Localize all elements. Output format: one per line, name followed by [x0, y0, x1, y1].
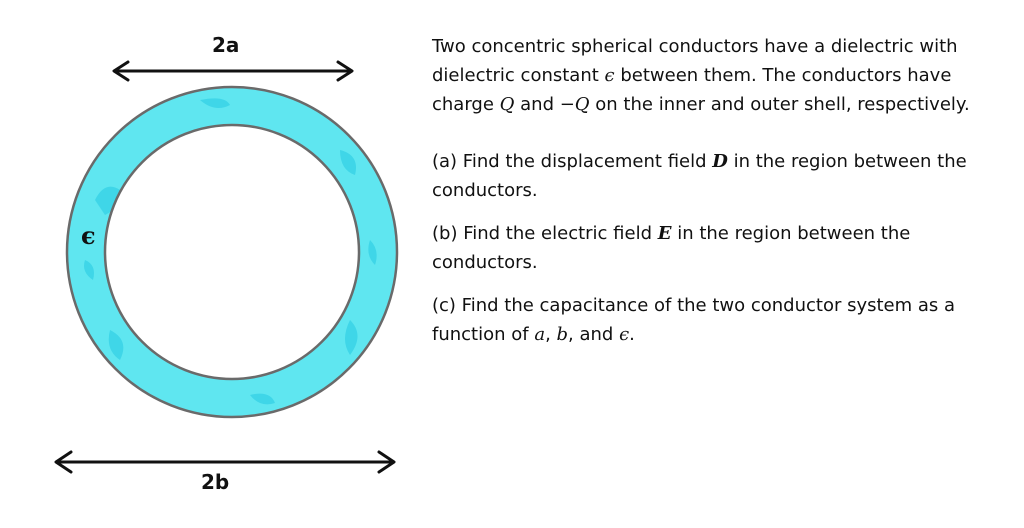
part-c-sep-2: , and [568, 324, 620, 345]
part-a: (a) Find the displacement field D in the… [432, 147, 992, 205]
part-c-text-1: (c) Find the capacitance of the two cond… [432, 295, 956, 345]
outer-diameter-arrow [54, 450, 396, 474]
charge-minus-q-symbol: −Q [559, 94, 590, 115]
dielectric-epsilon-label: ϵ [81, 221, 96, 250]
part-a-text-2: in the region between the conductors. [432, 151, 967, 201]
part-c-end: . [629, 324, 635, 345]
intro-text-4: on the inner and outer shell, respective… [589, 94, 970, 115]
intro-text-3: and [514, 94, 560, 115]
epsilon-symbol-c: ϵ [619, 324, 630, 345]
inner-diameter-label: 2a [212, 33, 239, 57]
part-a-text-1: (a) Find the displacement field [432, 151, 713, 172]
epsilon-symbol: ϵ [604, 65, 615, 86]
charge-q-symbol: Q [499, 94, 515, 115]
radius-a-symbol: a [534, 324, 546, 345]
intro-text-2: between them. The conductors have charge [432, 65, 952, 115]
inner-shell [103, 123, 361, 381]
problem-statement: Two concentric spherical conductors have… [432, 32, 992, 349]
part-b: (b) Find the electric field E in the reg… [432, 219, 992, 277]
radius-b-symbol: b [556, 324, 569, 345]
outer-diameter-label: 2b [201, 470, 229, 494]
part-b-text-1: (b) Find the electric field [432, 223, 658, 244]
part-b-text-2: in the region between the conductors. [432, 223, 911, 273]
displacement-field-symbol: D [712, 151, 728, 172]
part-c-sep-1: , [545, 324, 557, 345]
inner-diameter-arrow [112, 60, 354, 82]
part-c: (c) Find the capacitance of the two cond… [432, 291, 992, 349]
intro-text-1: Two concentric spherical conductors have… [432, 36, 958, 86]
concentric-spheres-diagram: 2a 2b ϵ [54, 33, 399, 494]
problem-intro: Two concentric spherical conductors have… [432, 32, 992, 119]
dielectric-shell [65, 85, 399, 419]
electric-field-symbol: E [657, 223, 672, 244]
